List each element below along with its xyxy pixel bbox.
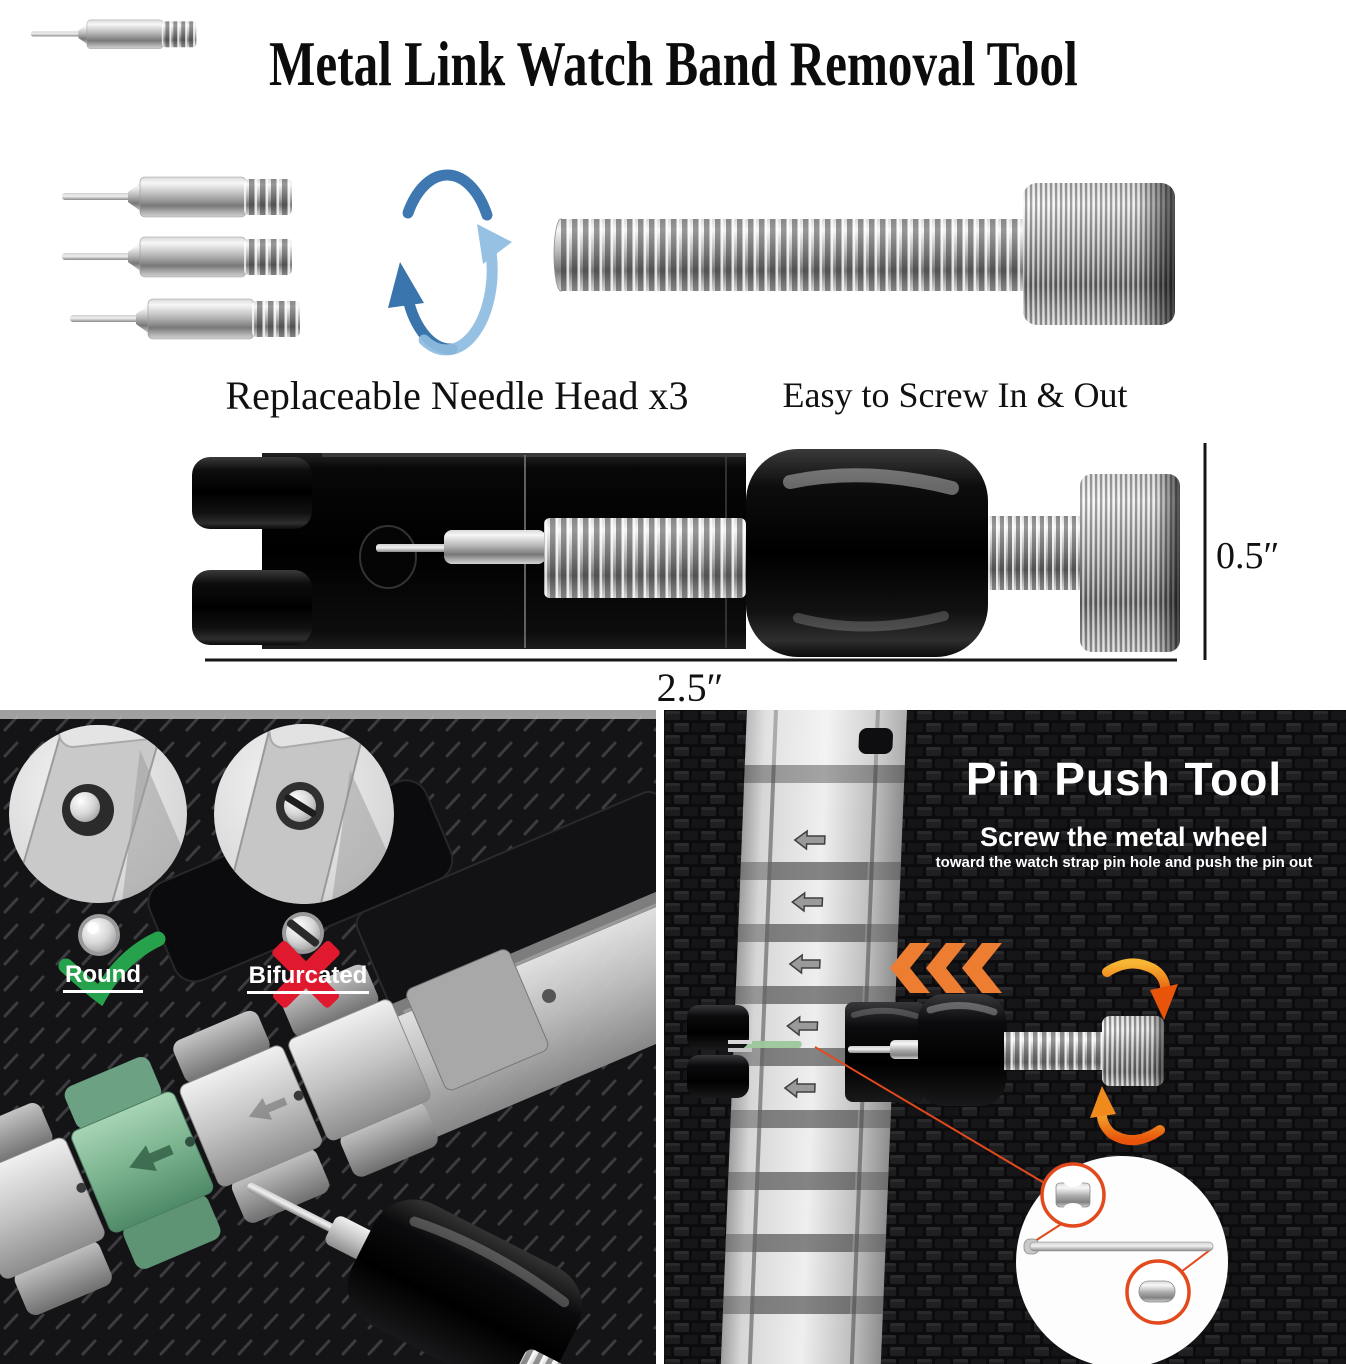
push-needle — [376, 544, 448, 552]
band-removal-tool — [192, 449, 1180, 657]
vertical-watch-band — [713, 710, 907, 1364]
bifurcated-screw-head-icon — [282, 912, 324, 954]
replaceable-pin-1 — [61, 176, 293, 218]
replaceable-pin-2 — [61, 236, 293, 278]
pin-type-art — [0, 710, 656, 1364]
band-link-seams — [722, 862, 901, 1314]
replaceable-pin-3 — [69, 298, 301, 340]
pin-push-tool-subtext: toward the watch strap pin hole and push… — [935, 854, 1313, 871]
green-check-icon — [58, 931, 166, 1007]
fork-prong-top — [192, 457, 312, 529]
pin-head-magnifier — [1040, 1162, 1106, 1228]
bifurcated-label: Bifurcated — [228, 962, 388, 994]
top-product-art — [30, 19, 1207, 662]
round-label: Round — [28, 961, 178, 993]
adjustment-screw — [553, 183, 1175, 325]
pin-push-tool-title: Pin Push Tool — [965, 753, 1283, 805]
pin-tip-magnifier — [1125, 1259, 1191, 1325]
pin-push-tool-panel: Pin Push Tool Screw the metal wheel towa… — [664, 710, 1346, 1364]
orange-left-chevrons-icon — [890, 943, 1002, 993]
needle-head-label: Replaceable Needle Head x3 — [225, 373, 689, 418]
orange-rotation-arrows-icon — [1090, 958, 1178, 1145]
band-links — [0, 949, 549, 1316]
width-dimension-value: 2.5″ — [656, 665, 724, 710]
left-clamp — [687, 1005, 752, 1098]
link-direction-arrows — [783, 829, 826, 1099]
pin-push-art — [664, 710, 1346, 1364]
height-dimension-value: 0.5″ — [1216, 535, 1280, 577]
link-pin — [1029, 1241, 1214, 1252]
tool-barrel — [746, 449, 988, 657]
tool-in-use — [247, 1182, 656, 1364]
blue-rotation-arrows-icon — [388, 169, 493, 355]
pin-detail-inset — [814, 1046, 1228, 1364]
page-title: Metal Link Watch Band Removal Tool — [268, 29, 1078, 99]
tool-body-hole — [359, 525, 417, 589]
pin-push-tool-subtitle: Screw the metal wheel — [979, 822, 1269, 852]
fork-prong-bottom — [192, 570, 312, 645]
watch-band — [0, 949, 549, 1316]
pin-type-photo-panel: Round Bifurcated — [0, 710, 656, 1364]
round-pin-head-icon — [78, 914, 120, 956]
screw-label: Easy to Screw In & Out — [782, 375, 1128, 415]
blue-rotation-arrows-icon-light — [418, 224, 512, 356]
